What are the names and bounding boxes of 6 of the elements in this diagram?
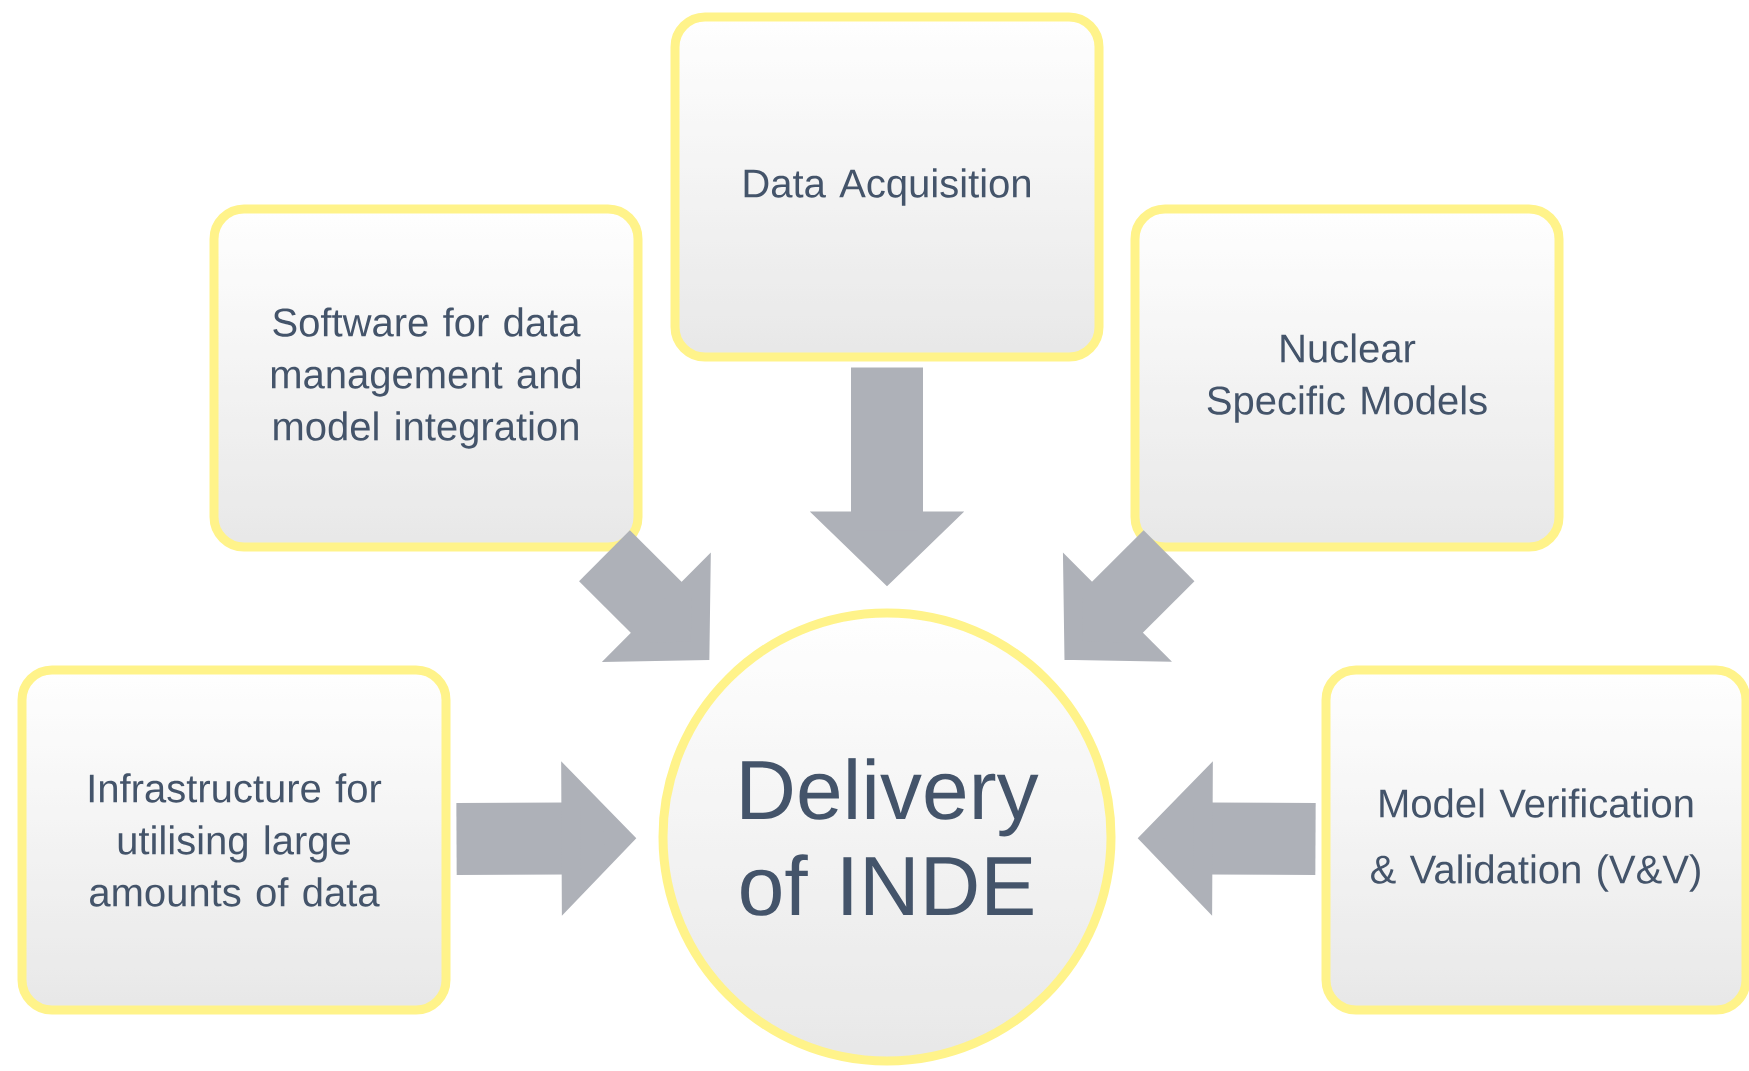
process-box: Infrastructure for utilising large amounts of data: [17, 665, 451, 1015]
process-box: Data Acquisition: [670, 12, 1104, 362]
process-box: Nuclear Specific Models: [1130, 204, 1564, 552]
process-box: Software for data management and model integration: [209, 204, 643, 552]
circle-node: Delivery of INDE: [658, 608, 1116, 1066]
process-box: Model Verification & Validation (V&V): [1321, 665, 1749, 1015]
